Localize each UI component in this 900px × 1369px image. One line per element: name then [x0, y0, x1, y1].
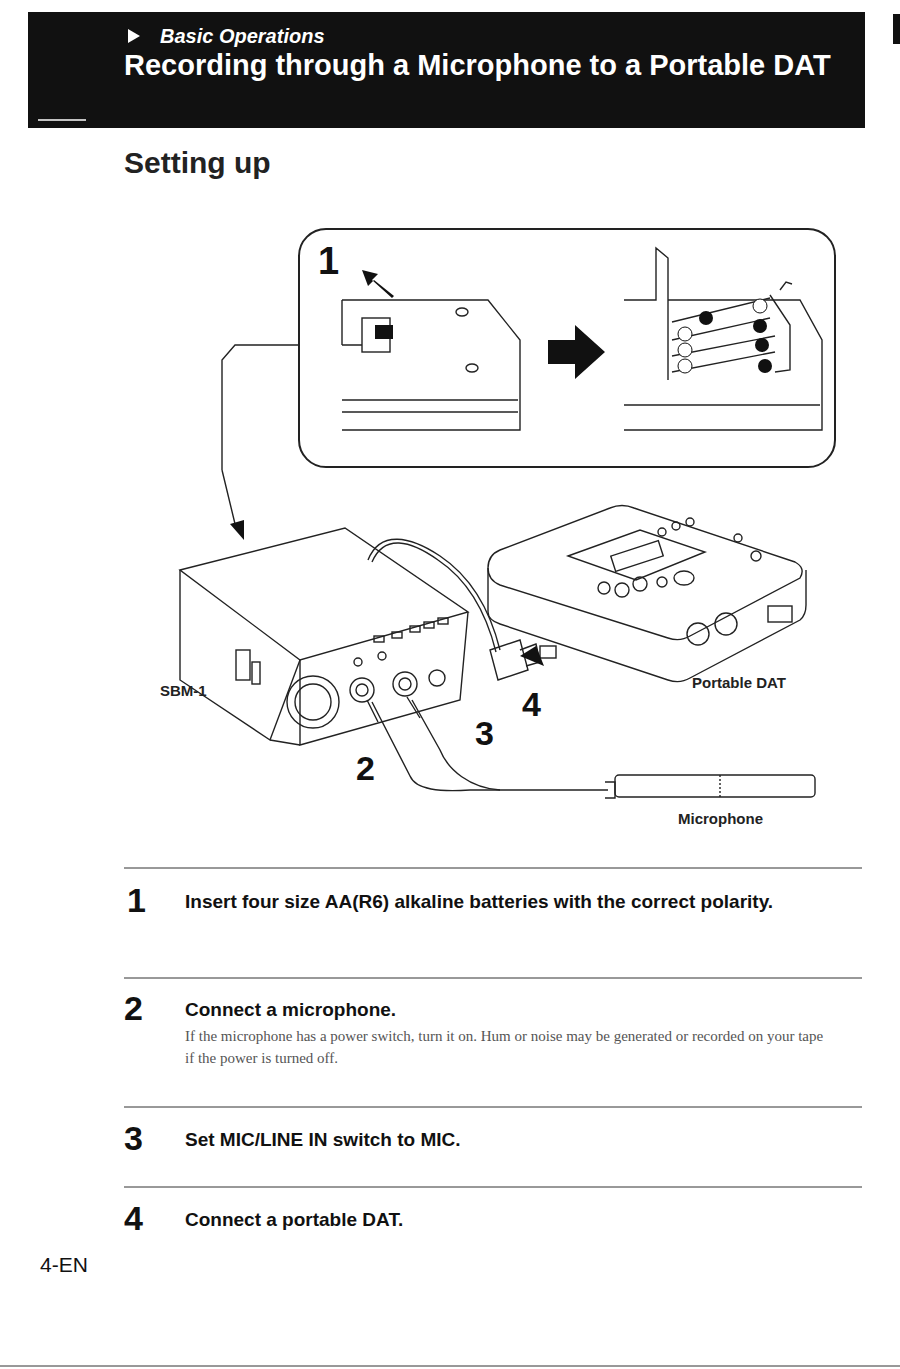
part-name: Microphone	[678, 810, 838, 828]
underline	[38, 119, 86, 121]
leader-line	[222, 345, 298, 528]
step-heading: Connect a microphone.	[185, 996, 855, 1023]
step-note: If the microphone has a power switch, tu…	[185, 1025, 825, 1069]
step-heading: Set MIC/LINE IN switch to MIC.	[185, 1126, 855, 1153]
latch	[375, 325, 393, 339]
leader-head	[230, 520, 244, 540]
step-arrow	[548, 325, 605, 379]
part-name: Portable DAT	[692, 674, 852, 692]
callout-number: 1	[318, 240, 339, 283]
part-name: SBM-1	[160, 682, 280, 700]
step-heading: Connect a portable DAT.	[185, 1206, 855, 1233]
callout-number: 4	[522, 684, 562, 725]
battery-cover-sketch	[342, 300, 520, 430]
sbm1-sketch	[180, 528, 468, 745]
step-number: 3	[124, 1118, 164, 1159]
page-edge	[0, 1366, 900, 1367]
page-number: 4-EN	[40, 1252, 140, 1277]
step-heading: Insert four size AA(R6) alkaline batteri…	[185, 888, 855, 915]
callout-number: 3	[475, 713, 515, 754]
dat-sketch	[488, 506, 806, 682]
subheading: Setting up	[124, 145, 524, 181]
section-name: Basic Operations	[160, 24, 560, 48]
bullet-triangle	[128, 29, 140, 43]
inset-frame: 1	[298, 228, 836, 468]
cables	[367, 539, 815, 798]
step-rules	[124, 868, 862, 1187]
step-number: 2	[124, 988, 164, 1029]
step-number: 4	[124, 1198, 164, 1239]
polarity-marks	[678, 299, 772, 373]
callout-number: 2	[356, 748, 396, 789]
open-arrow	[362, 270, 394, 298]
connect-arrow	[520, 646, 544, 666]
page-title: Recording through a Microphone to a Port…	[38, 48, 863, 82]
battery-compartment-sketch	[624, 248, 822, 430]
header-band	[28, 12, 865, 128]
step-number: 1	[127, 880, 167, 921]
thumb-mark	[893, 14, 900, 44]
